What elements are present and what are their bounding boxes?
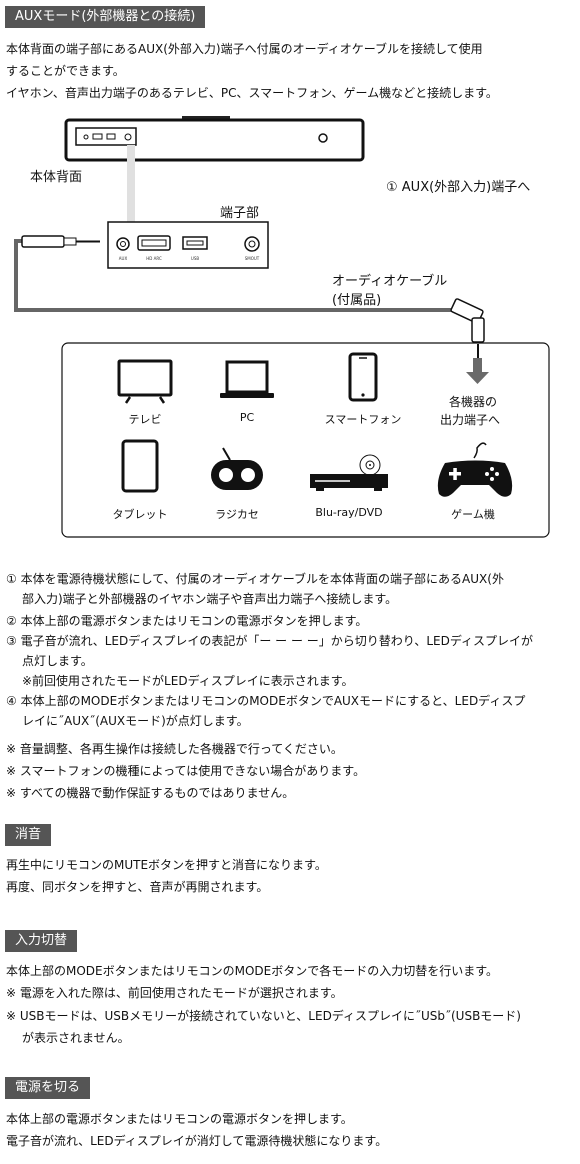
device-label-radio-cassette: ラジカセ — [215, 508, 259, 521]
step-2: ② 本体上部の電源ボタンまたはリモコンの電源ボタンを押します。 — [6, 614, 368, 628]
device-label-tv: テレビ — [128, 413, 162, 426]
terminal-panel: AUX HD ARC USB SMOUT — [107, 221, 269, 269]
device-label-game: ゲーム機 — [451, 508, 495, 521]
tv-icon — [117, 359, 173, 404]
input-line-3: ※ USBモードは、USBメモリーが接続されていないと、LEDディスプレイに˝U… — [6, 1009, 521, 1023]
mute-line-2: 再度、同ボタンを押すと、音声が再開されます。 — [6, 880, 269, 894]
input-line-4: が表示されません。 — [22, 1031, 130, 1045]
intro-line-1: 本体背面の端子部にあるAUX(外部入力)端子へ付属のオーディオケーブルを接続して… — [6, 42, 483, 56]
cable-label: オーディオケーブル — [332, 274, 448, 289]
device-label-bluray: Blu-ray/DVD — [315, 506, 383, 519]
cable-accessory-label: (付属品) — [332, 293, 382, 308]
radio-cassette-icon — [211, 447, 263, 490]
section-title-mute: 消音 — [5, 824, 52, 846]
port-label-aux: AUX — [119, 256, 128, 261]
output-label-2: 出力端子へ — [440, 413, 501, 427]
game-controller-icon — [437, 442, 513, 497]
audio-cable — [14, 235, 485, 356]
step-1-line-1: ① 本体を電源待機状態にして、付属のオーディオケーブルを本体背面の端子部にあるA… — [6, 572, 504, 586]
device-label-pc: PC — [239, 411, 255, 424]
connection-diagram: AUX HD ARC USB SMOUT — [14, 116, 550, 538]
arrow-down-icon — [466, 358, 489, 384]
power-line-2: 電子音が流れ、LEDディスプレイが消灯して電源待機状態になります。 — [6, 1134, 388, 1148]
step-4-line-2: レイに˝AUX˝(AUXモード)が点灯します。 — [22, 714, 249, 728]
bluray-player-icon — [310, 454, 388, 491]
intro-line-3: イヤホン、音声出力端子のあるテレビ、PC、スマートフォン、ゲーム機などと接続しま… — [6, 86, 498, 100]
device-label-smartphone: スマートフォン — [324, 413, 402, 426]
laptop-icon — [220, 360, 274, 398]
step-3-note: ※前回使用されたモードがLEDディスプレイに表示されます。 — [22, 674, 354, 688]
output-label-1: 各機器の — [449, 395, 498, 409]
section-title-power: 電源を切る — [5, 1077, 91, 1099]
device-label-tablet: タブレット — [112, 508, 168, 521]
rear-label: 本体背面 — [30, 170, 83, 185]
step-3-line-1: ③ 電子音が流れ、LEDディスプレイの表記が「ー ー ー ー」から切り替わり、L… — [6, 634, 533, 648]
port-label-smout: SMOUT — [245, 256, 260, 261]
input-line-2: ※ 電源を入れた際は、前回使用されたモードが選択されます。 — [6, 986, 343, 1000]
tablet-icon — [121, 439, 159, 493]
section-title-input: 入力切替 — [5, 930, 78, 952]
note-3: ※ すべての機器で動作保証するものではありません。 — [6, 786, 295, 800]
port-label-hdarc: HD ARC — [146, 256, 162, 261]
port-label-usb: USB — [191, 256, 199, 261]
step-1-line-2: 部入力)端子と外部機器のイヤホン端子や音声出力端子へ接続します。 — [22, 592, 398, 606]
note-2: ※ スマートフォンの機種によっては使用できない場合があります。 — [6, 764, 366, 778]
section-title-aux: AUXモード(外部機器との接続) — [5, 6, 206, 28]
aux-callout: ① AUX(外部入力)端子へ — [386, 180, 531, 195]
input-line-1: 本体上部のMODEボタンまたはリモコンのMODEボタンで各モードの入力切替を行い… — [6, 964, 499, 978]
mute-line-1: 再生中にリモコンのMUTEボタンを押すと消音になります。 — [6, 858, 327, 872]
smartphone-icon — [348, 352, 378, 402]
note-1: ※ 音量調整、各再生操作は接続した各機器で行ってください。 — [6, 742, 343, 756]
power-line-1: 本体上部の電源ボタンまたはリモコンの電源ボタンを押します。 — [6, 1112, 353, 1126]
step-4-line-1: ④ 本体上部のMODEボタンまたはリモコンのMODEボタンでAUXモードにすると… — [6, 694, 526, 708]
terminal-label: 端子部 — [220, 206, 260, 221]
intro-line-2: することができます。 — [6, 64, 125, 78]
step-3-line-2: 点灯します。 — [22, 654, 93, 668]
soundbar-rear-image — [64, 116, 365, 162]
